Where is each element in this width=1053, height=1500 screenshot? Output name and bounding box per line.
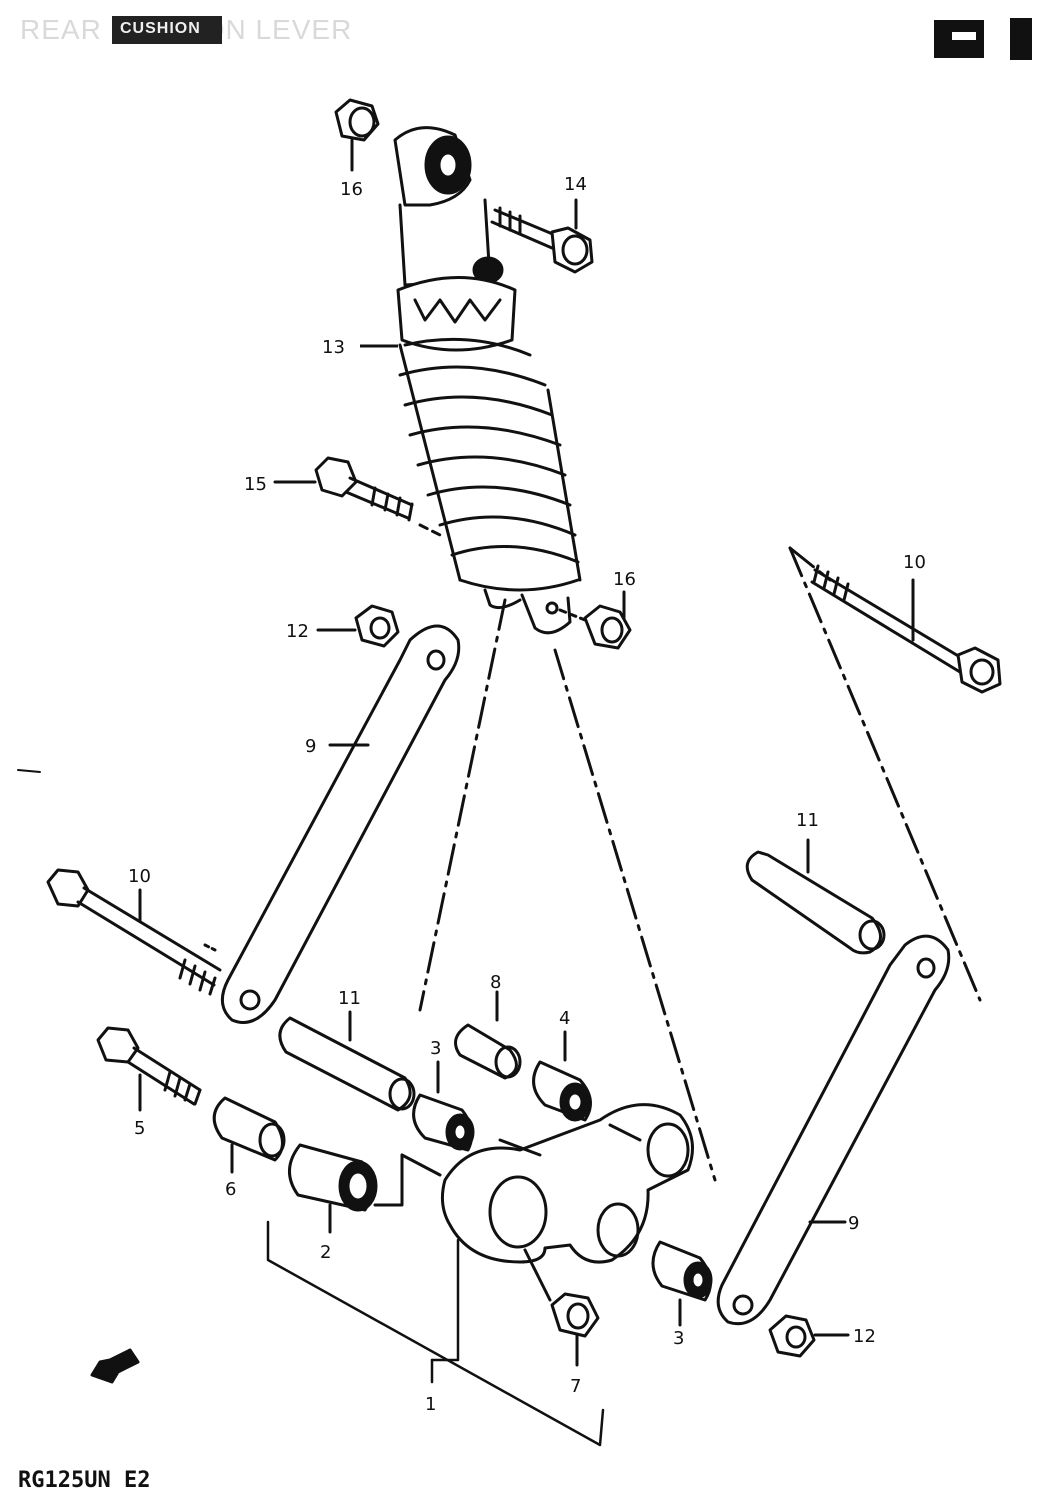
assembly-guide-lines bbox=[418, 546, 982, 1182]
title-overlay-text: CUSHION bbox=[120, 20, 201, 37]
callout-10a: 10 bbox=[128, 866, 151, 887]
callout-11a: 11 bbox=[338, 988, 361, 1009]
callout-labels: 1 2 3 3 4 5 6 7 8 9 9 10 10 11 11 12 12 … bbox=[128, 174, 926, 1415]
callout-5: 5 bbox=[134, 1118, 145, 1139]
needle-bearing-2 bbox=[288, 1143, 378, 1234]
spacer-11-right bbox=[745, 838, 886, 955]
rear-shock-absorber bbox=[393, 126, 582, 635]
title-smudge: CUSHION bbox=[112, 16, 222, 44]
cushion-lever-1 bbox=[373, 1103, 694, 1264]
nut-12-upper bbox=[316, 604, 400, 648]
callout-2: 2 bbox=[320, 1242, 331, 1263]
bushing-3-right bbox=[651, 1240, 713, 1327]
callout-9b: 9 bbox=[848, 1213, 859, 1234]
callout-14: 14 bbox=[564, 174, 587, 195]
section-mark-icon bbox=[934, 18, 1032, 60]
model-code: RG125UN E2 bbox=[18, 1468, 151, 1493]
callout-16a: 16 bbox=[340, 179, 363, 200]
link-rod-9-right bbox=[716, 934, 951, 1326]
bushing-6 bbox=[212, 1096, 286, 1174]
bolt-15 bbox=[273, 456, 442, 537]
callout-6: 6 bbox=[225, 1179, 236, 1200]
bushing-8 bbox=[454, 990, 522, 1080]
nut-lower-16 bbox=[558, 590, 632, 650]
nut-12-lower bbox=[768, 1314, 850, 1358]
link-rod-9-left bbox=[220, 624, 461, 1024]
bolt-5 bbox=[96, 1026, 202, 1112]
callout-9a: 9 bbox=[305, 736, 316, 757]
bolt-14 bbox=[490, 198, 594, 274]
nut-top-16 bbox=[334, 98, 380, 172]
bolt-10-right bbox=[810, 564, 1002, 694]
callout-15: 15 bbox=[244, 474, 267, 495]
callout-3a: 3 bbox=[430, 1038, 441, 1059]
bolt-10-left bbox=[46, 868, 222, 996]
assembly-bracket-1 bbox=[266, 1220, 605, 1447]
callout-1: 1 bbox=[425, 1394, 436, 1415]
callout-11b: 11 bbox=[796, 810, 819, 831]
bushing-4 bbox=[532, 1030, 592, 1122]
spacer-11-left bbox=[278, 1010, 416, 1112]
callout-10b: 10 bbox=[903, 552, 926, 573]
callout-7: 7 bbox=[570, 1376, 581, 1397]
callout-8: 8 bbox=[490, 972, 501, 993]
callout-16b: 16 bbox=[613, 569, 636, 590]
diagram-title: REAR CUSHION LEVER CUSHION bbox=[20, 14, 352, 46]
callout-4: 4 bbox=[559, 1008, 570, 1029]
callout-12b: 12 bbox=[853, 1326, 876, 1347]
bushing-3-left bbox=[412, 1060, 475, 1152]
nut-7 bbox=[523, 1248, 600, 1367]
front-arrow-icon bbox=[90, 1348, 140, 1384]
callout-13: 13 bbox=[322, 337, 345, 358]
callout-12a: 12 bbox=[286, 621, 309, 642]
callout-3b: 3 bbox=[673, 1328, 684, 1349]
